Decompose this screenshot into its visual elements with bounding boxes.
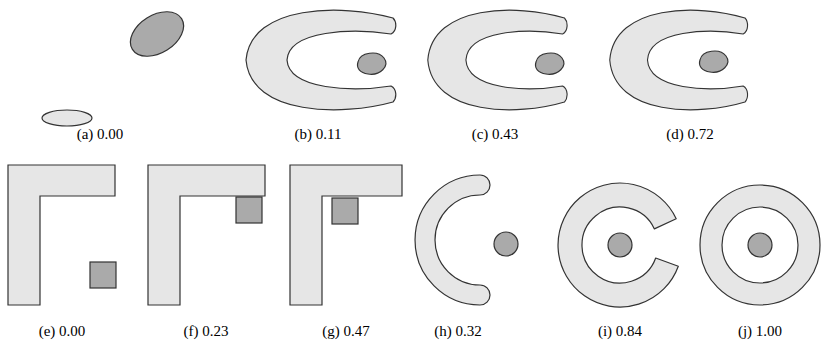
- blob: [699, 51, 727, 72]
- c-shape: [610, 10, 748, 110]
- panel-caption: (b) 0.11: [295, 126, 342, 143]
- panel-caption: (d) 0.72: [666, 126, 714, 143]
- l-shape: [290, 165, 402, 305]
- panel-caption: (e) 0.00: [39, 323, 86, 340]
- dark-ellipse: [122, 3, 191, 66]
- square: [332, 198, 358, 224]
- panel-caption: (j) 1.00: [738, 323, 782, 340]
- disc: [748, 233, 772, 257]
- disc: [608, 233, 632, 257]
- panel-caption: (a) 0.00: [77, 126, 124, 143]
- ring: [700, 185, 820, 305]
- l-shape: [148, 165, 265, 305]
- c-shape: [428, 10, 567, 110]
- open-ring: [558, 183, 678, 307]
- square: [236, 197, 262, 223]
- panel-caption: (g) 0.47: [322, 323, 370, 340]
- l-shape: [8, 165, 115, 305]
- light-ellipse: [42, 110, 92, 126]
- panel-caption: (i) 0.84: [598, 323, 642, 340]
- panel-caption: (f) 0.23: [184, 323, 229, 340]
- panel-caption: (c) 0.43: [472, 126, 519, 143]
- disc: [494, 232, 518, 256]
- panel-caption: (h) 0.32: [434, 323, 482, 340]
- crescent: [415, 175, 490, 305]
- c-shape: [246, 10, 396, 110]
- square: [90, 262, 116, 288]
- blob: [357, 53, 385, 74]
- blob: [535, 53, 563, 74]
